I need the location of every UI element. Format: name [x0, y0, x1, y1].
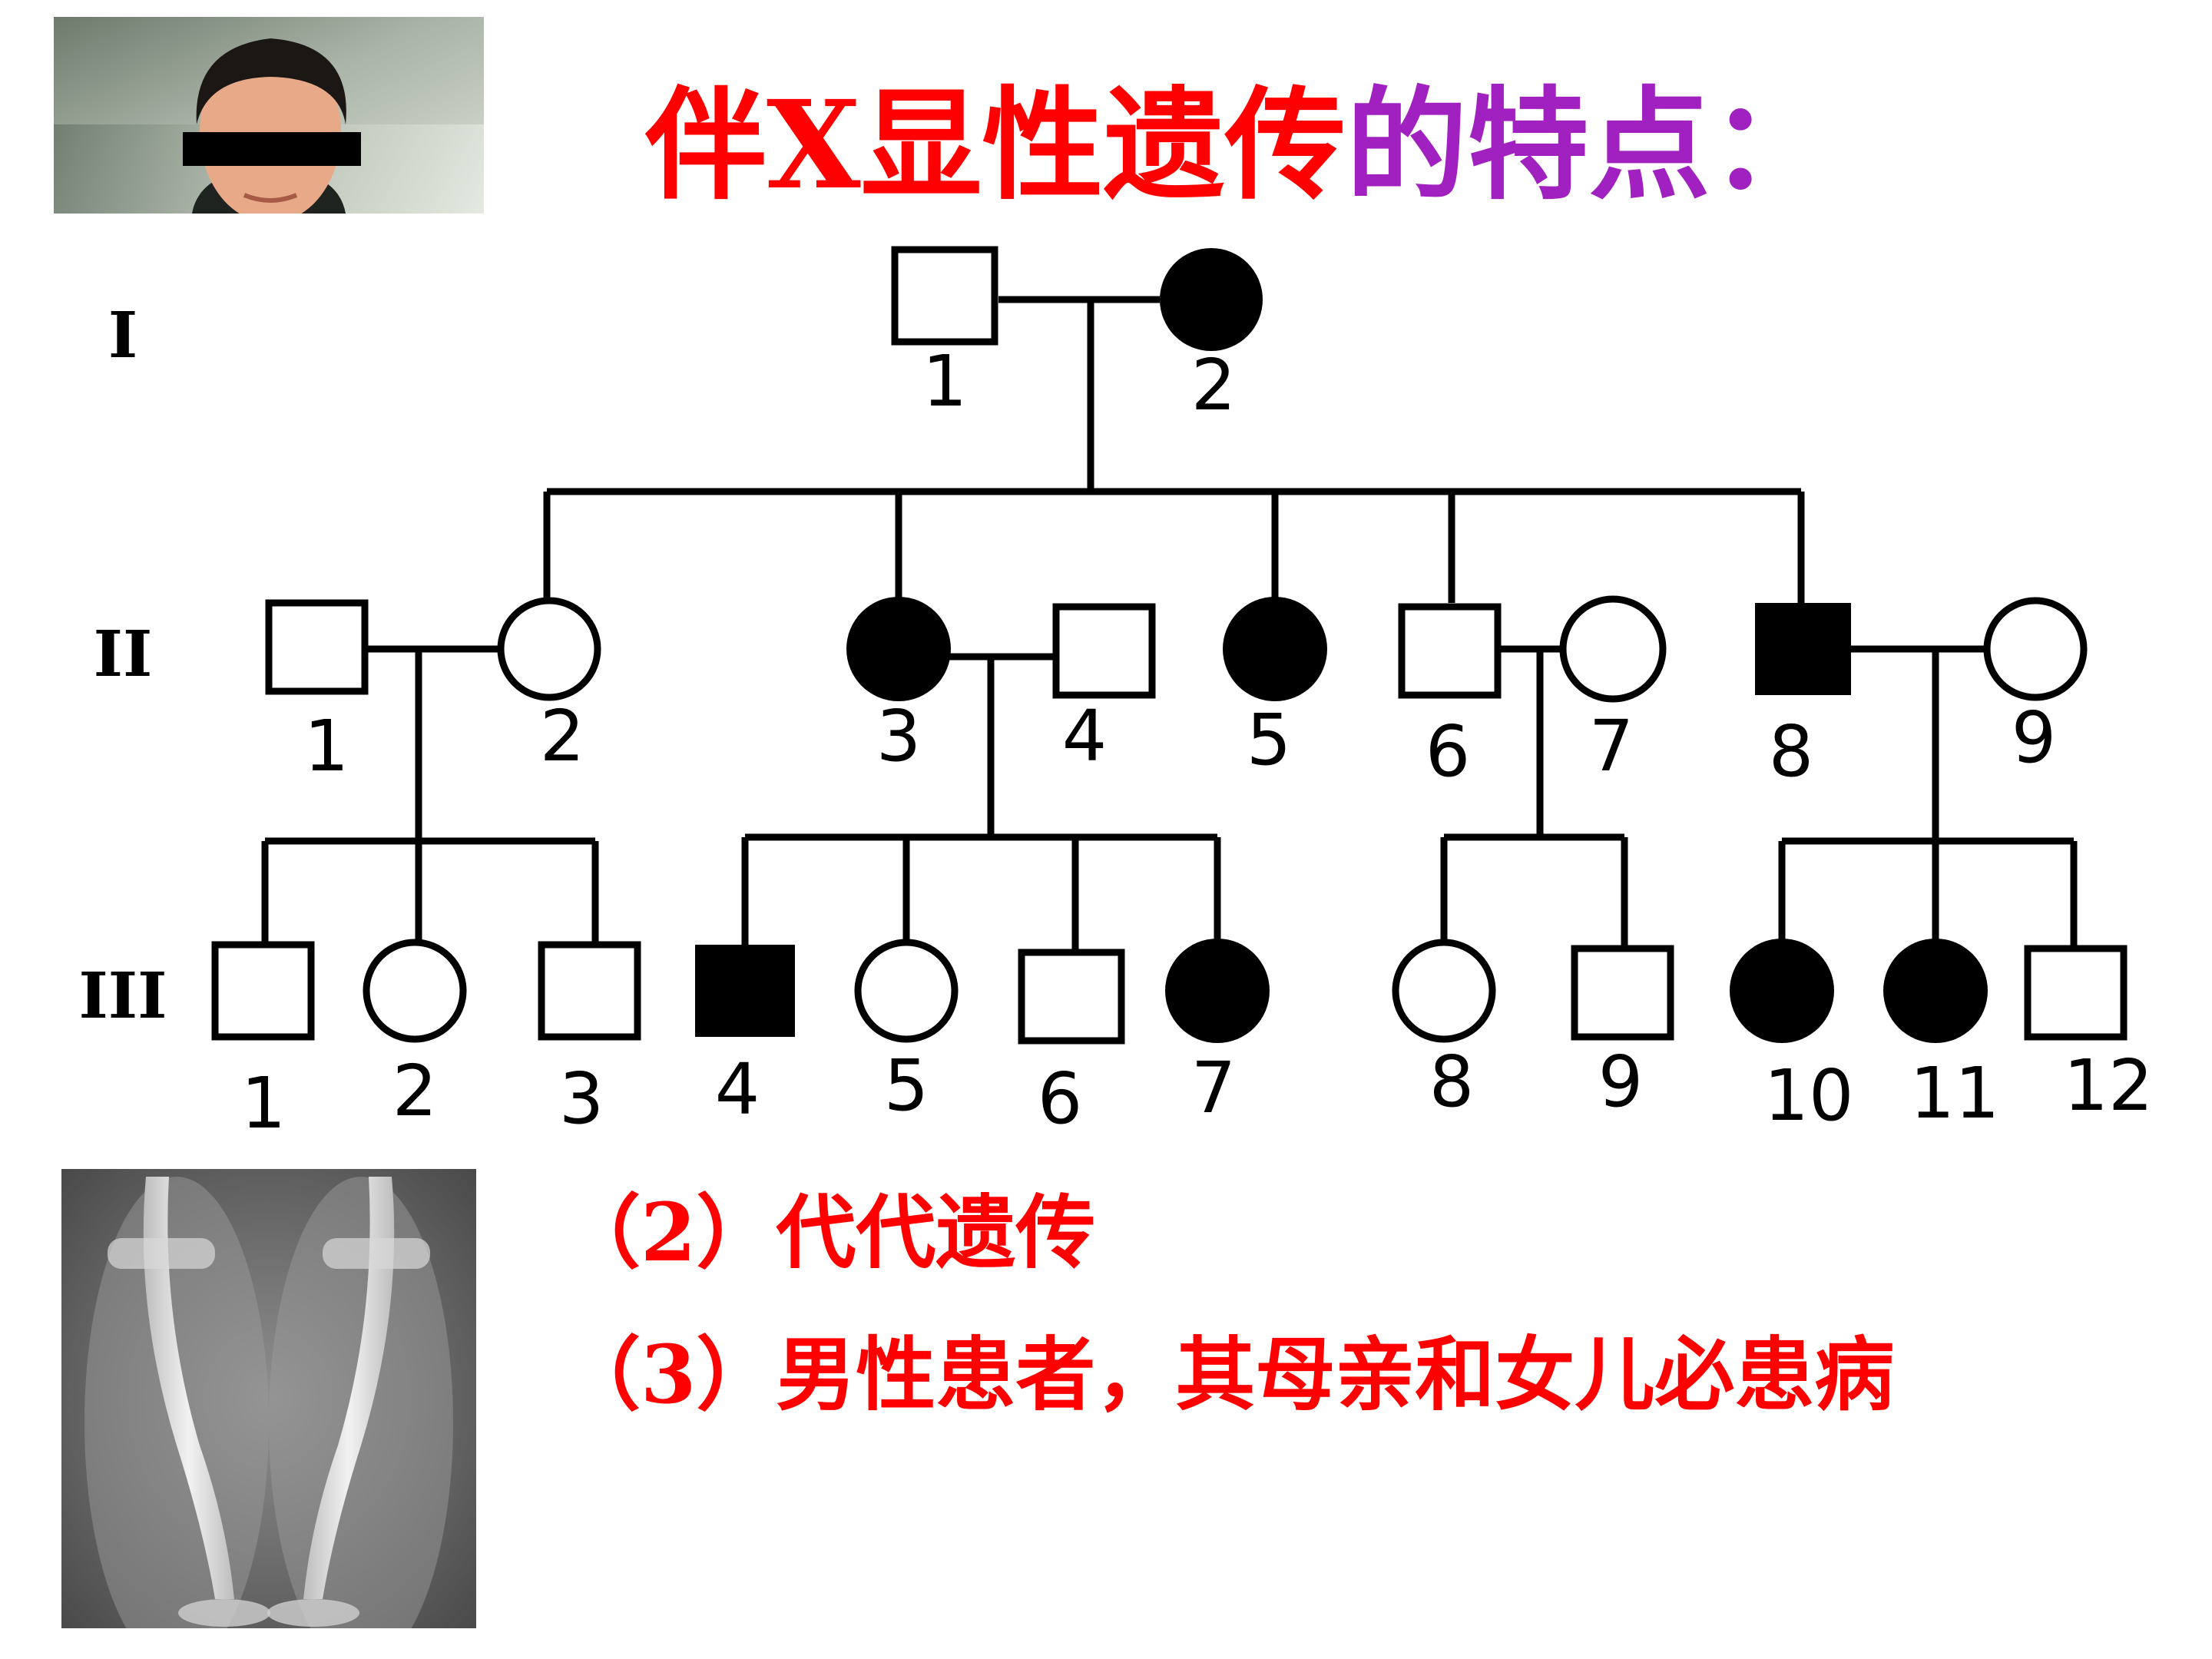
slide-title: 伴X显性遗传的特点： [645, 69, 1843, 223]
label-i-1: 1 [922, 340, 968, 422]
male-unaffected-iii-12 [2024, 945, 2128, 1041]
label-iii-5: 5 [884, 1045, 929, 1127]
male-unaffected-iii-1 [211, 941, 315, 1041]
title-purple-part: 的特点： [1346, 75, 1832, 217]
female-affected-iii-11 [1883, 939, 1988, 1043]
label-iii-4: 4 [715, 1048, 760, 1131]
label-i-2: 2 [1191, 344, 1237, 426]
male-unaffected-iii-9 [1571, 945, 1674, 1041]
label-ii-9: 9 [2012, 697, 2057, 779]
generation-label-i: I [108, 299, 137, 373]
label-ii-7: 7 [1589, 705, 1634, 787]
label-iii-3: 3 [559, 1058, 604, 1140]
label-ii-8: 8 [1769, 710, 1814, 793]
female-unaffected-iii-2 [363, 939, 467, 1043]
generation-label-ii: II [94, 618, 153, 691]
label-iii-12: 12 [2063, 1045, 2153, 1127]
male-unaffected-ii-6 [1398, 603, 1502, 699]
male-affected-ii-8 [1755, 603, 1851, 695]
label-ii-1: 1 [304, 705, 349, 787]
label-iii-9: 9 [1598, 1041, 1644, 1123]
male-unaffected-iii-3 [538, 941, 641, 1041]
label-iii-2: 2 [392, 1050, 438, 1132]
label-iii-7: 7 [1191, 1047, 1237, 1129]
feature-point-2: （2）代代遗传 [561, 1185, 1096, 1280]
label-ii-4: 4 [1062, 695, 1108, 777]
male-unaffected-iii-6 [1018, 949, 1125, 1045]
label-iii-10: 10 [1763, 1055, 1853, 1137]
female-unaffected-ii-7 [1559, 595, 1667, 703]
male-unaffected-ii-1 [265, 599, 369, 695]
label-ii-2: 2 [540, 695, 585, 777]
leg-xray-icon [61, 1169, 476, 1628]
male-unaffected-ii-4 [1052, 603, 1156, 699]
female-unaffected-ii-9 [1983, 597, 2088, 701]
female-affected-iii-7 [1165, 939, 1270, 1043]
female-unaffected-iii-5 [854, 939, 959, 1043]
patient-photo-icon [54, 17, 484, 214]
title-red-part: 伴X显性遗传 [645, 75, 1346, 217]
label-iii-1: 1 [241, 1062, 286, 1144]
label-iii-6: 6 [1038, 1058, 1083, 1140]
pedigree-diagram: I II III 1 2 1 2 3 4 5 6 7 8 9 1 2 3 4 5… [78, 246, 2154, 1144]
feature-point-3: （3）男性患者，其母亲和女儿必患病 [561, 1327, 1895, 1422]
generation-label-iii: III [78, 959, 167, 1033]
label-iii-11: 11 [1909, 1052, 1999, 1134]
label-ii-3: 3 [876, 695, 922, 777]
female-affected-ii-3 [846, 597, 951, 701]
female-affected-iii-10 [1730, 939, 1834, 1043]
label-iii-8: 8 [1429, 1041, 1475, 1123]
label-ii-6: 6 [1426, 710, 1471, 793]
male-affected-iii-4 [695, 945, 795, 1037]
female-affected-ii-5 [1223, 597, 1327, 701]
female-affected-i-2 [1160, 248, 1263, 351]
male-unaffected-i-1 [891, 246, 998, 346]
label-ii-5: 5 [1247, 699, 1292, 781]
female-unaffected-iii-8 [1392, 939, 1496, 1043]
female-unaffected-ii-2 [497, 597, 601, 701]
